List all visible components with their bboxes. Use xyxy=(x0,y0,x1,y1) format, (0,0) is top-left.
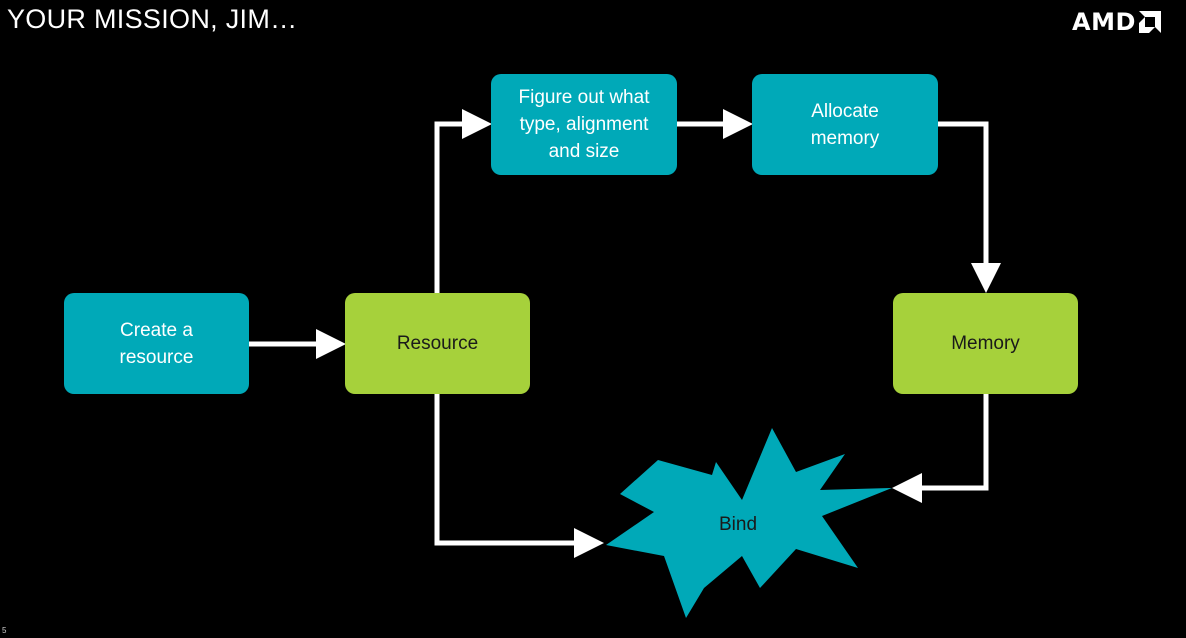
arrow-memory-to-bind xyxy=(892,394,989,503)
resource-label: Resource xyxy=(396,333,479,354)
arrow-resource-to-figure xyxy=(434,109,492,293)
memory-box: Memory xyxy=(893,293,1078,394)
memory-label: Memory xyxy=(951,333,1020,354)
bind-label: Bind xyxy=(718,514,758,535)
figure-out-label: Figure out what type, alignment and size xyxy=(518,87,650,162)
amd-arrow-icon xyxy=(1138,11,1161,33)
logo-text: AMD xyxy=(1072,8,1136,36)
figure-out-box: Figure out what type, alignment and size xyxy=(491,74,677,175)
arrow-resource-to-bind xyxy=(434,394,604,558)
arrow-allocate-to-memory xyxy=(938,121,1001,293)
slide-title: YOUR MISSION, JIM… xyxy=(7,4,298,34)
allocate-memory-label: Allocate memory xyxy=(810,100,880,149)
bind-starburst xyxy=(606,428,892,618)
create-resource-box: Create a resource xyxy=(64,293,249,394)
amd-logo: AMD xyxy=(1072,8,1162,36)
allocate-memory-box: Allocate memory xyxy=(752,74,938,175)
page-number: 5 xyxy=(2,626,7,635)
create-resource-label: Create a resource xyxy=(119,319,194,368)
resource-box: Resource xyxy=(345,293,530,394)
